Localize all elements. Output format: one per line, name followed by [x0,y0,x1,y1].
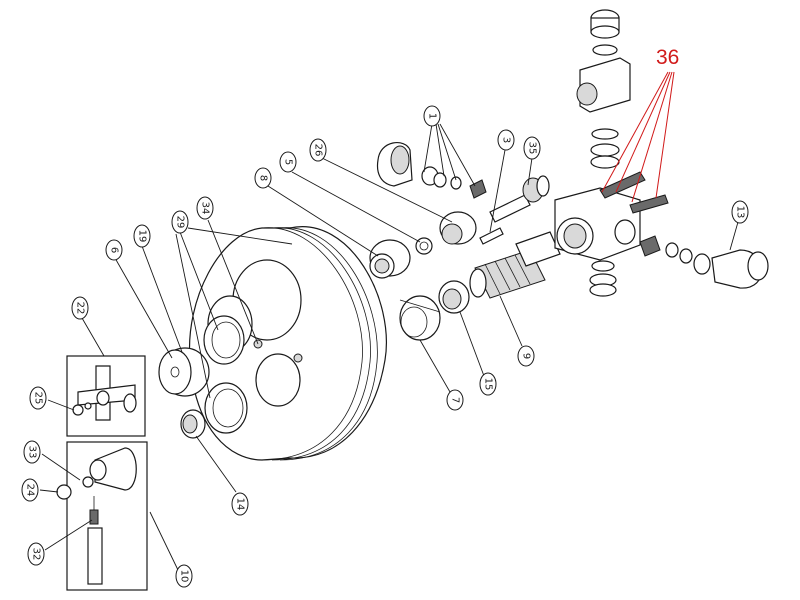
callout-29: 29 [171,210,189,234]
callout-label: 9 [521,353,532,359]
cap-part-8 [369,239,411,279]
callout-label: 34 [200,202,211,215]
callout-24: 24 [21,478,39,502]
pin-part-3 [479,227,504,245]
callout-label: 14 [235,498,246,511]
highlight-label: 36 [656,46,679,69]
callout-10: 10 [175,564,193,588]
callout-label: 7 [450,397,461,403]
callout-34: 34 [196,196,214,220]
callout-label: 29 [175,216,186,229]
callout-25: 25 [29,386,47,410]
callout-label: 24 [25,484,36,497]
callout-label: 3 [501,137,512,143]
callout-label: 33 [27,446,38,459]
callout-15: 15 [479,372,497,396]
callout-32: 32 [27,542,45,566]
callout-26: 26 [309,138,327,162]
callout-33: 33 [23,440,41,464]
callout-label: 19 [137,230,148,243]
callout-label: 15 [483,378,494,391]
ring-lower [204,382,248,434]
callout-label: 26 [313,144,324,157]
callout-label: 32 [31,548,42,561]
callout-13: 13 [731,200,749,224]
callout-14: 14 [231,492,249,516]
elbow-part-1 [376,142,487,199]
callout-6: 6 [105,239,123,261]
elbow-part-13 [639,235,769,289]
callout-label: 10 [179,570,190,583]
collar-part [158,347,210,397]
handle-box-22 [66,355,146,437]
callout-8: 8 [254,167,272,189]
callout-5: 5 [279,151,297,173]
washer-part-5 [415,237,433,255]
callout-22: 22 [71,296,89,320]
callout-label: 25 [33,392,44,405]
small-sleeve [180,409,206,439]
cartridge-part-9 [469,231,561,299]
highlight-leaders [601,71,675,203]
callout-label: 22 [75,302,86,315]
ring-upper [203,315,245,365]
callout-label: 1 [427,113,438,119]
callout-19: 19 [133,224,151,248]
valve-body [554,171,669,261]
callout-label: 13 [735,206,746,219]
handle-box-10 [56,441,148,591]
callout-label: 35 [527,142,538,155]
leader-lines [39,123,739,571]
lower-union [589,260,617,297]
callout-35: 35 [523,136,541,160]
callout-7: 7 [446,389,464,411]
sleeve-part-7 [399,295,441,341]
callout-9: 9 [517,345,535,367]
bonnet-part-26 [439,211,477,245]
upper-union [576,9,631,169]
callout-label: 6 [109,247,120,253]
callout-label: 8 [258,175,269,181]
nut-part-15 [438,280,470,314]
callout-3: 3 [497,129,515,151]
callout-label: 5 [283,159,294,165]
callout-1: 1 [423,105,441,127]
